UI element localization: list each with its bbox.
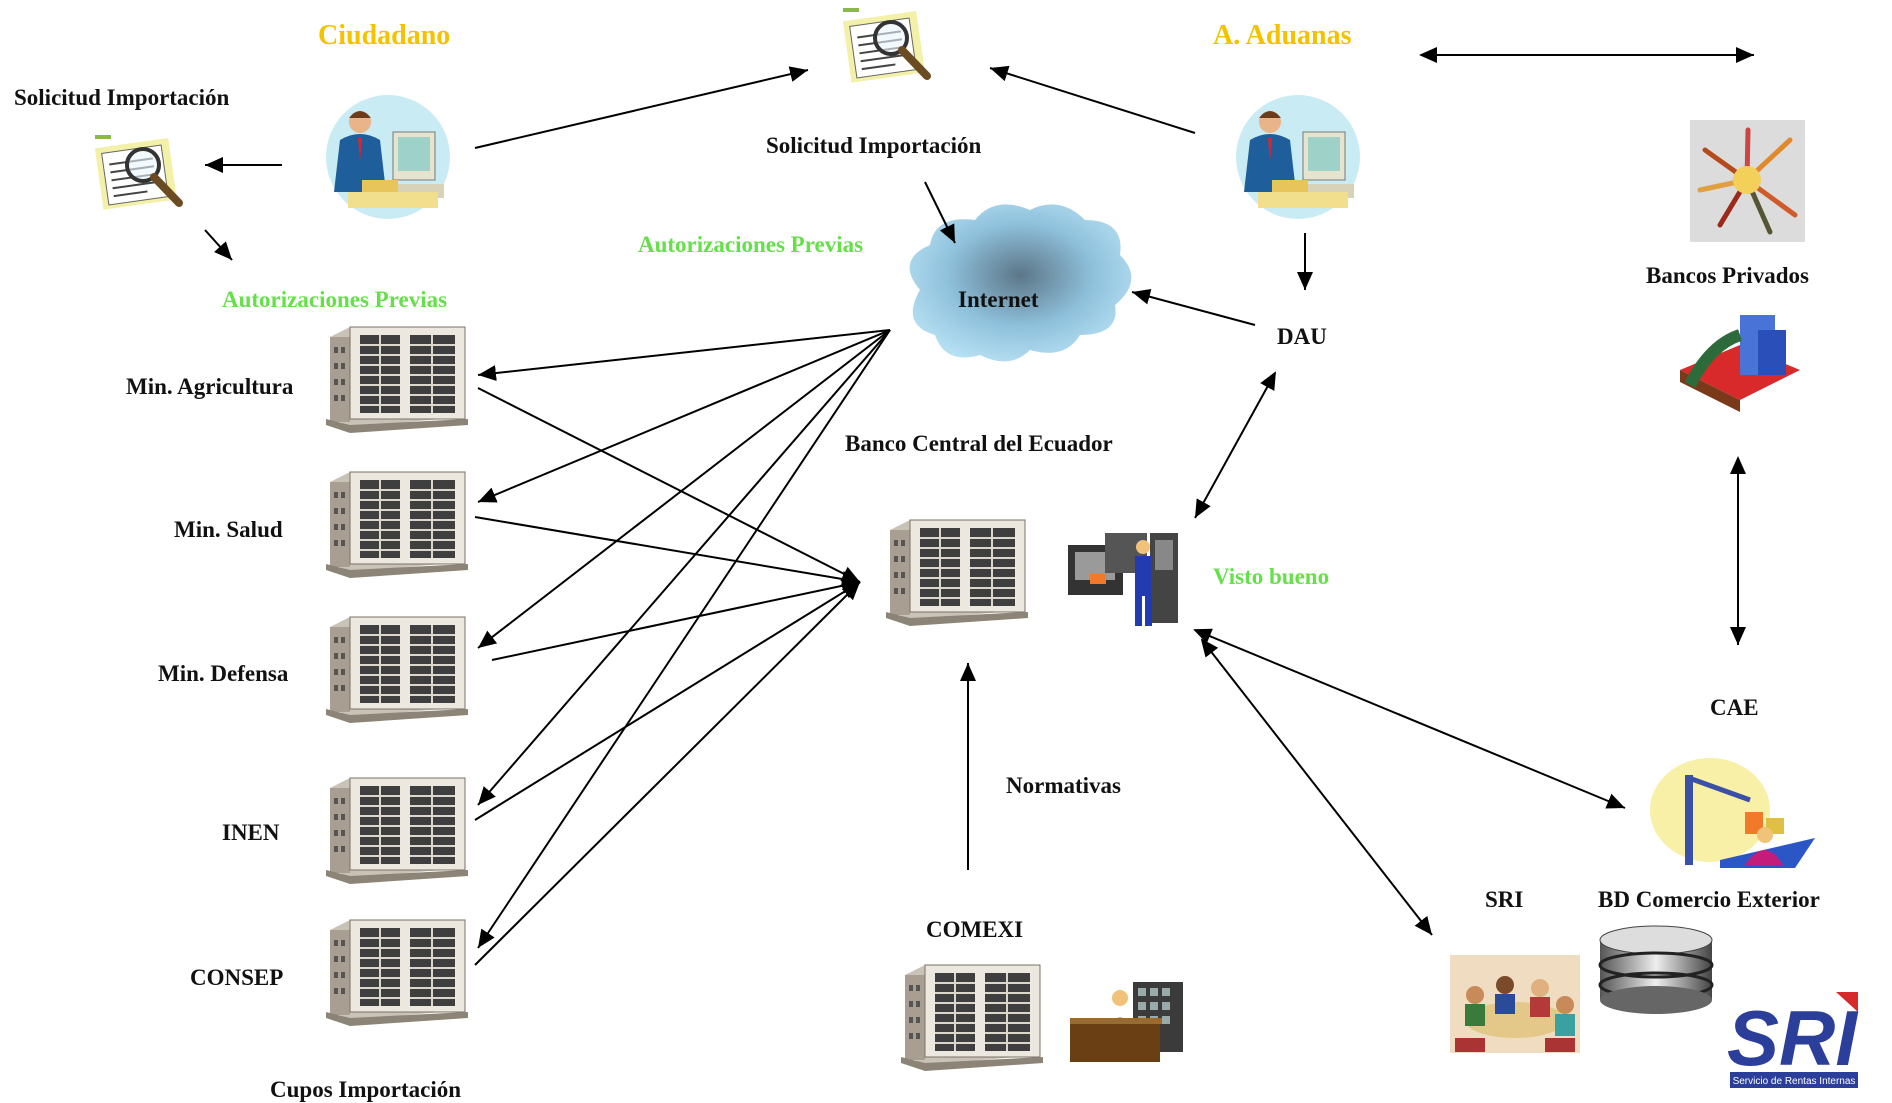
ciudadano-label: Ciudadano [318,20,451,51]
sri-logo-subtitle: Servicio de Rentas Internas [1733,1076,1856,1087]
autorizaciones-previas-left-label: Autorizaciones Previas [222,287,448,312]
visto-bueno-label: Visto bueno [1213,564,1330,589]
min-defensa-label: Min. Defensa [158,661,289,686]
sri-logo-text: SRI [1727,994,1858,1082]
dau-label: DAU [1277,324,1327,349]
customs-agent-computer-icon [1235,94,1361,220]
cae-port-icon [1680,315,1800,412]
solicitud-importacion-left-label: Solicitud Importación [14,85,230,110]
internet-cloud-icon [909,204,1132,362]
cae-label: CAE [1710,695,1759,720]
bancos-privados-label: Bancos Privados [1646,263,1809,288]
database-icon [1598,925,1714,1014]
building-banco-central [885,519,1029,627]
connectors [204,47,1754,966]
internet-label: Internet [958,287,1039,312]
banco-central-label: Banco Central del Ecuador [845,431,1113,456]
cupos-importacion-label: Cupos Importación [270,1077,462,1102]
normativas-label: Normativas [1006,773,1121,798]
sri-label: SRI [1485,887,1524,912]
server-technician-icon [1068,533,1178,626]
building-comexi [900,964,1044,1072]
sri-logo: SRI Servicio de Rentas Internas [1727,990,1858,1090]
autorizaciones-previas-center-label: Autorizaciones Previas [638,232,864,257]
citizen-computer-icon [325,94,451,220]
bd-comercio-exterior-ship-icon [1650,758,1815,868]
building-consep [325,919,469,1027]
inen-label: INEN [222,820,280,845]
sri-meeting-photo [1450,955,1580,1053]
building-inen [325,777,469,885]
document-magnifier-icon-left [95,135,179,210]
comexi-label: COMEXI [926,917,1024,942]
bd-comercio-exterior-label: BD Comercio Exterior [1598,887,1820,912]
min-agricultura-label: Min. Agricultura [126,374,294,399]
solicitud-importacion-center-label: Solicitud Importación [766,133,982,158]
document-magnifier-icon-center [843,8,927,83]
aduanas-label: A. Aduanas [1213,20,1352,51]
desk-worker-icon [1070,982,1183,1062]
min-salud-label: Min. Salud [174,517,283,542]
building-min-defensa [325,616,469,724]
building-min-agricultura [325,326,469,434]
building-min-salud [325,471,469,579]
consep-label: CONSEP [190,965,284,990]
bancos-privados-image [1690,120,1805,242]
